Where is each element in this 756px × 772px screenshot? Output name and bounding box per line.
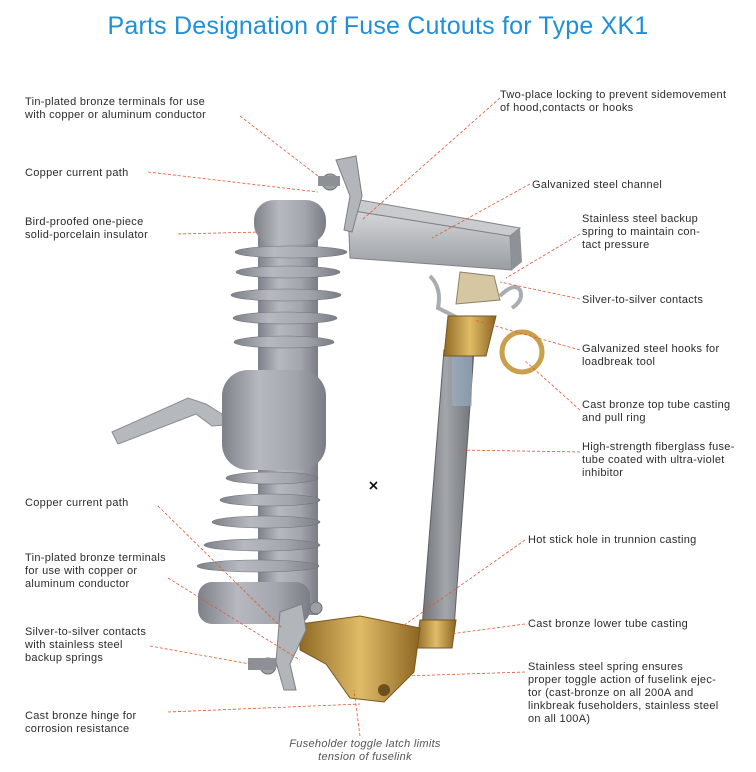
leader-line bbox=[157, 505, 283, 629]
label-spring-ejector: Stainless steel spring ensures proper to… bbox=[528, 661, 719, 725]
label-insulator: Bird-proofed one-piece solid-porcelain i… bbox=[25, 216, 149, 241]
insulator-shed bbox=[225, 471, 319, 485]
hook-wire bbox=[428, 274, 459, 320]
leader-line bbox=[177, 231, 261, 235]
label-toggle-latch: Fuseholder toggle latch limits tension o… bbox=[289, 738, 441, 763]
leader-line bbox=[167, 577, 301, 661]
pull-ring bbox=[499, 329, 545, 375]
leader-line bbox=[399, 539, 526, 629]
label-backup-spring: Stainless steel backup spring to maintai… bbox=[582, 213, 701, 251]
insulator-shed bbox=[196, 559, 320, 573]
loadbreak-hook bbox=[498, 285, 523, 310]
leader-line bbox=[499, 281, 581, 300]
label-copper-path-bottom: Copper current path bbox=[25, 497, 129, 509]
insulator-shed bbox=[211, 515, 321, 529]
label-silver-contacts-left: Silver-to-silver contacts with stainless… bbox=[25, 626, 147, 664]
insulator-shed bbox=[235, 265, 341, 279]
leader-line bbox=[459, 449, 581, 453]
insulator-shed bbox=[219, 493, 321, 507]
leader-line bbox=[505, 233, 581, 279]
leader-line bbox=[147, 171, 319, 193]
label-steel-channel: Galvanized steel channel bbox=[532, 179, 663, 191]
bottom-terminal-bracket bbox=[275, 603, 307, 691]
cross-mark-icon bbox=[369, 481, 378, 490]
insulator-shed bbox=[232, 311, 338, 325]
leader-line bbox=[449, 623, 526, 635]
label-copper-path-top: Copper current path bbox=[25, 167, 129, 179]
label-bronze-hinge: Cast bronze hinge for corrosion resistan… bbox=[25, 710, 137, 735]
leader-line bbox=[473, 319, 581, 351]
leader-line bbox=[239, 115, 319, 177]
label-two-place-locking: Two-place locking to prevent sidemovemen… bbox=[500, 89, 727, 114]
hinge-hole bbox=[378, 684, 390, 696]
fuse-tube-label-plate bbox=[452, 356, 472, 406]
leader-line bbox=[167, 703, 361, 713]
label-top-tube-casting: Cast bronze top tube casting and pull ri… bbox=[582, 399, 731, 424]
insulator-top-cap bbox=[254, 200, 326, 244]
mounting-bracket bbox=[111, 397, 225, 445]
bottom-terminal-nut bbox=[248, 658, 276, 670]
label-hot-stick-hole: Hot stick hole in trunnion casting bbox=[528, 534, 697, 546]
leader-line bbox=[361, 97, 501, 221]
top-hinge-bolt bbox=[309, 601, 323, 615]
label-tin-terminals-bottom: Tin-plated bronze terminals for use with… bbox=[25, 552, 166, 590]
steel-channel-side bbox=[510, 228, 522, 270]
upper-contact bbox=[455, 271, 501, 305]
top-terminal-nut bbox=[318, 176, 340, 186]
leader-line bbox=[523, 359, 581, 411]
page-title: Parts Designation of Fuse Cutouts for Ty… bbox=[107, 12, 649, 40]
leader-line bbox=[149, 645, 251, 665]
top-terminal-bracket bbox=[335, 155, 363, 233]
insulator-shed bbox=[234, 245, 348, 259]
label-fusetube: High-strength fiberglass fuse- tube coat… bbox=[582, 441, 735, 479]
label-silver-contacts-right: Silver-to-silver contacts bbox=[582, 294, 704, 306]
insulator-barrel bbox=[222, 370, 326, 470]
insulator-shed bbox=[233, 335, 335, 349]
top-tube-casting bbox=[443, 315, 497, 357]
leader-lines bbox=[147, 97, 581, 737]
label-lower-tube-casting: Cast bronze lower tube casting bbox=[528, 618, 689, 630]
leader-line bbox=[403, 671, 526, 677]
bronze-hinge bbox=[299, 615, 421, 703]
label-steel-hooks: Galvanized steel hooks for loadbreak too… bbox=[582, 343, 720, 368]
insulator-sheds-upper bbox=[230, 245, 348, 349]
leader-line bbox=[353, 689, 361, 737]
label-tin-terminals-top: Tin-plated bronze terminals for use with… bbox=[25, 96, 207, 121]
leader-line bbox=[431, 183, 531, 239]
insulator-sheds-lower bbox=[196, 471, 321, 573]
insulator-shed bbox=[230, 288, 342, 302]
insulator-shed bbox=[203, 538, 321, 552]
